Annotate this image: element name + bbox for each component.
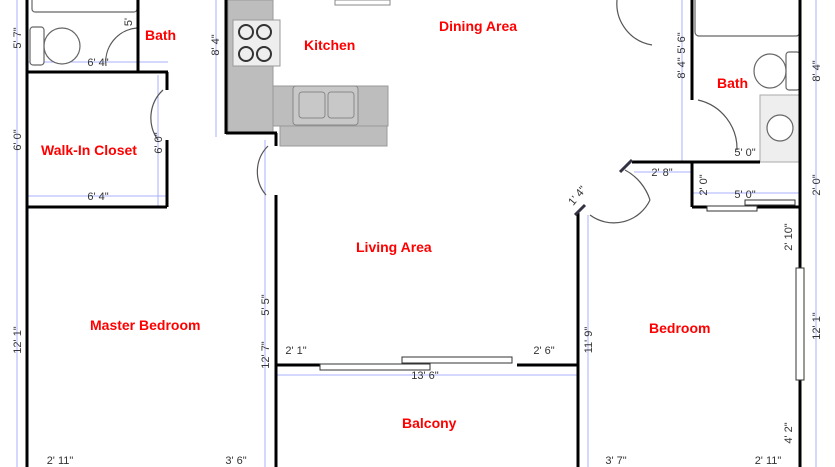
room-label-kitchen: Kitchen — [304, 37, 355, 53]
room-label-bath-right: Bath — [717, 75, 748, 91]
dim-label: 3' 6" — [225, 455, 246, 467]
walls — [25, 0, 802, 467]
bedroom-door-swing[interactable] — [624, 169, 651, 201]
dim-label: 8' 4" — [676, 57, 688, 78]
bathtub-right — [694, 0, 801, 37]
dim-label: 2' 1" — [285, 345, 306, 357]
room-label-bedroom: Bedroom — [649, 320, 710, 336]
dim-label: 5' 6" — [676, 32, 688, 53]
dim-label: 3' 7" — [605, 455, 626, 467]
closet-sliding-door[interactable] — [706, 199, 796, 212]
dim-label: 5' 0" — [734, 147, 755, 159]
dim-label: 2' 0" — [698, 174, 710, 195]
dining-door-swing[interactable] — [616, 0, 653, 46]
dim-label: 12' 1" — [12, 326, 24, 354]
dim-label: 2' 11" — [755, 455, 782, 467]
dim-label: 2' 10" — [783, 223, 795, 251]
dim-label: 6' 0" — [12, 129, 24, 150]
dim-label: 5' 5" — [260, 294, 272, 315]
dim-label: 2' 8" — [651, 167, 672, 179]
room-label-walk-in-closet: Walk-In Closet — [41, 142, 137, 158]
dim-label: 5' — [123, 18, 135, 26]
kitchen-door-swing[interactable] — [256, 145, 269, 196]
stove-icon — [232, 19, 281, 67]
room-label-dining-area: Dining Area — [439, 18, 517, 34]
toilet-right-icon — [753, 51, 801, 91]
room-label-bath-left: Bath — [145, 27, 176, 43]
bedroom-window — [795, 267, 805, 381]
bedroom-door-swing-2[interactable] — [589, 199, 651, 224]
room-label-master-bedroom: Master Bedroom — [90, 317, 200, 333]
dim-label: 12' 1" — [811, 312, 823, 340]
dim-label: 8' 4" — [210, 34, 222, 55]
dim-label: 6' 4" — [87, 191, 108, 203]
dim-label: 8' 4" — [811, 60, 823, 81]
dimension-labels: 5' 7" 5' 6' 4" 6' 0" 6' 0" 6' 4" 8' 4" 1… — [12, 18, 823, 467]
room-label-living-area: Living Area — [356, 239, 432, 255]
dim-label: 2' 6" — [533, 345, 554, 357]
dim-label: 5' 7" — [12, 27, 24, 48]
dim-label: 6' 4" — [87, 57, 108, 69]
dim-label: 1' 4" — [566, 184, 589, 208]
dim-label: 12' 7" — [260, 341, 272, 369]
sink-right-icon — [766, 114, 794, 142]
balcony-sliding-door[interactable] — [319, 356, 513, 371]
dim-label: 2' 0" — [811, 174, 823, 195]
dim-label: 4' 2" — [783, 422, 795, 443]
closet-door-swing[interactable] — [150, 89, 164, 141]
sink-icon — [292, 85, 359, 126]
dim-label: 6' 0" — [153, 132, 165, 153]
right-bath-door-swing[interactable] — [697, 99, 738, 151]
bathtub-left — [31, 0, 138, 13]
toilet-left-icon — [29, 26, 81, 66]
room-label-balcony: Balcony — [402, 415, 457, 431]
dim-label: 11' 9" — [583, 327, 595, 354]
dim-label: 2' 11" — [47, 455, 74, 467]
top-window — [334, 0, 391, 6]
dim-label: 5' 0" — [734, 189, 755, 201]
dim-label: 13' 6" — [411, 370, 439, 382]
bath-door-swing[interactable] — [105, 27, 138, 67]
